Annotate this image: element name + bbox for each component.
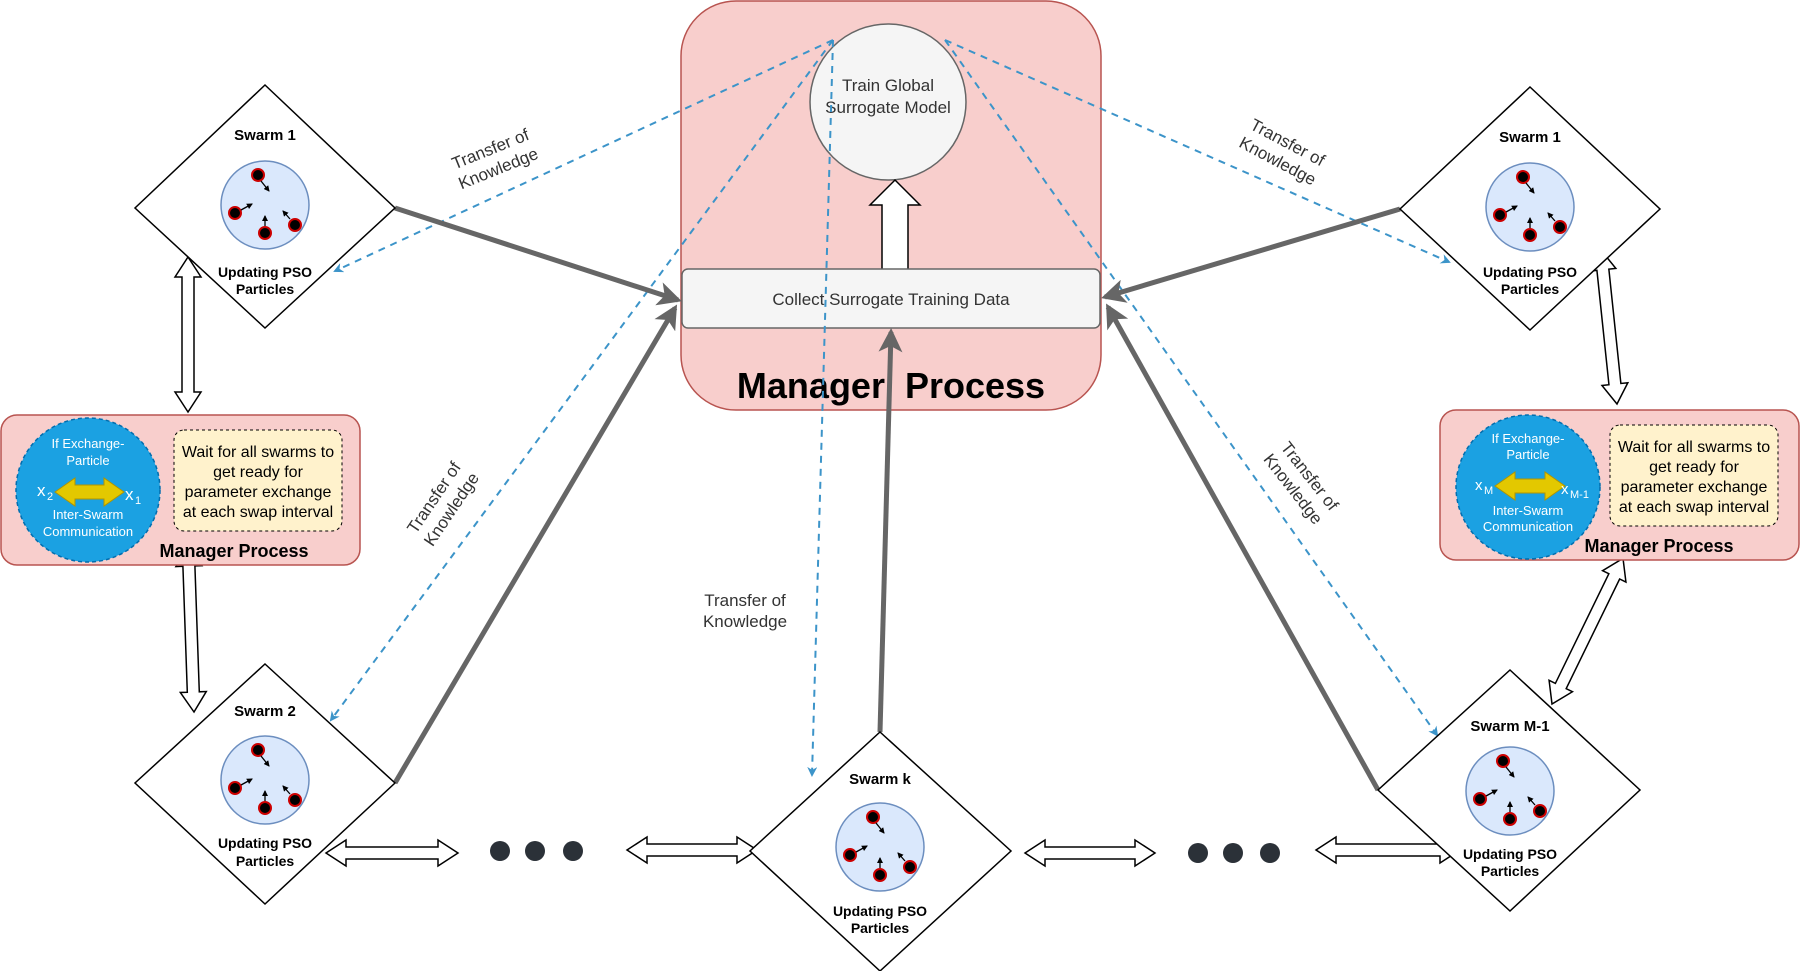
transfer-label-mid-left: Transfer of Knowledge — [403, 458, 482, 549]
swarm-top-right: Swarm 1 Updating PSO Particles — [1398, 85, 1662, 332]
svg-text:Particles: Particles — [1501, 281, 1560, 297]
svg-text:1: 1 — [135, 495, 141, 507]
svg-text:Particle: Particle — [1506, 447, 1549, 462]
svg-text:Surrogate Model: Surrogate Model — [825, 98, 951, 117]
collect-data-box — [681, 268, 1101, 329]
swarm-bottom-left: Swarm 2 Updating PSO Particles — [133, 662, 397, 906]
svg-text:Inter-Swarm: Inter-Swarm — [53, 507, 124, 522]
train-model-line-2: Surrogate Model — [825, 98, 951, 117]
transfer-label-top-right: Transfer of Knowledge — [1236, 115, 1328, 189]
swarm-bottom-right: Swarm M-1 Updating PSO Particles — [1376, 668, 1642, 913]
ellipsis-right — [1188, 843, 1280, 863]
svg-text:Particles: Particles — [236, 281, 295, 297]
svg-text:Updating PSO: Updating PSO — [218, 835, 312, 851]
swarm-label: Swarm 2 — [234, 703, 296, 720]
manager-left-title: Manager Process — [159, 541, 308, 561]
particles-icon — [1466, 747, 1554, 835]
svg-text:Updating PSO: Updating PSO — [1463, 846, 1557, 862]
particles-icon — [221, 161, 309, 249]
collect-to-train-arrow — [868, 178, 922, 271]
knowledge-transfer-arrows — [329, 39, 1451, 777]
swarm-label: Swarm 1 — [234, 127, 296, 144]
manager-right-title: Manager Process — [1584, 536, 1733, 556]
svg-text:Wait for all swarms to: Wait for all swarms to — [1618, 439, 1770, 456]
swarm-label: Swarm M-1 — [1470, 718, 1549, 735]
svg-text:x: x — [1561, 481, 1569, 498]
transfer-label-center: Transfer of Knowledge — [703, 591, 787, 631]
swarm-label: Swarm k — [849, 771, 911, 788]
particles-icon — [1486, 163, 1574, 251]
wait-note — [173, 429, 343, 532]
exchange-double-arrow — [1494, 471, 1566, 501]
svg-text:Updating PSO: Updating PSO — [833, 903, 927, 919]
svg-text:Communication: Communication — [43, 524, 133, 539]
data-collection-arrows — [392, 205, 1401, 792]
svg-text:Train Global: Train Global — [842, 76, 934, 95]
svg-text:M: M — [1484, 485, 1493, 497]
inter-swarm-links — [173, 248, 1630, 868]
svg-text:Particles: Particles — [236, 853, 295, 869]
svg-text:If Exchange-: If Exchange- — [1492, 431, 1565, 446]
svg-text:Updating PSO: Updating PSO — [1483, 264, 1577, 280]
swarm-center: Swarm k Updating PSO Particles — [748, 730, 1013, 971]
particles-icon — [221, 736, 309, 824]
swarm-top-left: Swarm 1 Updating PSO Particles — [133, 83, 397, 330]
swarm-label: Swarm 1 — [1499, 129, 1561, 146]
wait-note — [1609, 424, 1779, 527]
collect-data-label: Collect Surrogate Training Data — [772, 290, 1010, 309]
svg-text:Inter-Swarm: Inter-Swarm — [1493, 503, 1564, 518]
svg-text:Updating PSO: Updating PSO — [218, 264, 312, 280]
train-model-line-1: Train Global — [842, 76, 934, 95]
transfer-label-mid-right: Transfer of Knowledge — [1260, 438, 1343, 528]
svg-text:get ready for: get ready for — [1649, 459, 1740, 476]
svg-text:x: x — [125, 485, 134, 504]
svg-text:at each swap interval: at each swap interval — [183, 504, 333, 521]
svg-text:Particles: Particles — [851, 920, 910, 936]
transfer-label-top-left: Transfer of Knowledge — [449, 125, 541, 193]
svg-text:x: x — [1475, 477, 1483, 494]
svg-text:Knowledge: Knowledge — [703, 612, 787, 631]
manager-process-left: If Exchange- Particle x 2 x 1 Inter-Swar… — [0, 414, 361, 566]
ellipsis-left — [490, 841, 583, 861]
svg-text:Particle: Particle — [66, 453, 109, 468]
particles-icon — [836, 803, 924, 891]
train-surrogate-node — [809, 23, 967, 181]
svg-text:Particles: Particles — [1481, 863, 1540, 879]
svg-text:If Exchange-: If Exchange- — [52, 436, 125, 451]
svg-text:Transfer of: Transfer of — [704, 591, 786, 610]
exchange-double-arrow — [54, 477, 125, 507]
svg-text:M-1: M-1 — [1570, 489, 1589, 501]
svg-text:get ready for: get ready for — [213, 464, 304, 481]
svg-text:x: x — [37, 481, 46, 500]
manager-process-right: If Exchange- Particle x M x M-1 Inter-Sw… — [1439, 409, 1800, 561]
svg-text:parameter exchange: parameter exchange — [1621, 479, 1768, 496]
svg-text:Wait for all swarms to: Wait for all swarms to — [182, 444, 334, 461]
svg-text:parameter exchange: parameter exchange — [185, 484, 332, 501]
svg-text:at each swap interval: at each swap interval — [1619, 499, 1769, 516]
svg-text:Communication: Communication — [1483, 519, 1573, 534]
svg-text:2: 2 — [47, 491, 53, 503]
